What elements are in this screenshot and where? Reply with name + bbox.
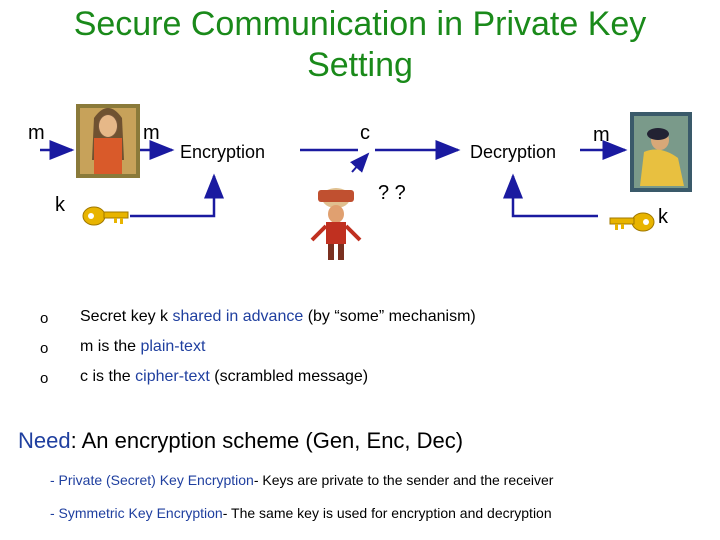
- receiver-portrait: [630, 112, 692, 192]
- bullet-highlight: cipher-text: [135, 368, 210, 385]
- key-icon-left: [82, 206, 129, 226]
- label-k-right: k: [658, 206, 668, 228]
- bullet-text: (scrambled message): [209, 368, 369, 385]
- label-c-ciphertext: c: [360, 122, 370, 144]
- label-m-sender: m: [143, 122, 160, 144]
- subpoint-private-key: - Private (Secret) Key Encryption- Keys …: [50, 472, 553, 488]
- subpoint-text: - Keys are private to the sender and the…: [253, 472, 554, 488]
- bullet-text: c is the: [80, 368, 136, 385]
- eavesdropper-label: ? ?: [378, 182, 406, 204]
- sender-portrait: [76, 104, 140, 178]
- arrow-eve-listens: [350, 152, 370, 173]
- key-icon-right: [609, 212, 655, 232]
- subpoint-highlight: - Symmetric Key Encryption: [50, 505, 223, 521]
- label-k-left: k: [55, 194, 65, 216]
- encryption-label: Encryption: [180, 142, 266, 162]
- title-line-2: Setting: [307, 46, 413, 84]
- label-m-output: m: [593, 124, 610, 146]
- label-m-input: m: [28, 122, 45, 144]
- bullet-highlight: plain-text: [140, 338, 206, 355]
- bullet-text: m is the: [80, 338, 141, 355]
- bullet-mark: o: [40, 310, 49, 327]
- arrow-key-to-decryption: [503, 173, 598, 218]
- arrow-key-to-encryption: [130, 173, 224, 218]
- subpoint-highlight: - Private (Secret) Key Encryption: [50, 472, 254, 488]
- bullet-mark: o: [40, 340, 49, 357]
- slide-title: Secure Communication in Private Key Sett…: [0, 4, 720, 86]
- subpoint-text: - The same key is used for encryption an…: [222, 505, 552, 521]
- need-highlight: Need: [18, 428, 71, 453]
- decryption-label: Decryption: [470, 142, 557, 162]
- bullet-mark: o: [40, 370, 49, 387]
- need-text: : An encryption scheme (Gen, Enc, Dec): [70, 428, 464, 453]
- bullet-text: (by “some” mechanism): [303, 308, 476, 325]
- bullet-text: Secret key k: [80, 308, 173, 325]
- need-statement: Need: An encryption scheme (Gen, Enc, De…: [18, 428, 463, 454]
- bullet-highlight: shared in advance: [172, 308, 304, 325]
- title-line-1: Secure Communication in Private Key: [73, 5, 647, 43]
- eavesdropper-figure: [310, 188, 362, 260]
- subpoint-symmetric-key: - Symmetric Key Encryption- The same key…: [50, 505, 552, 521]
- diagram: [40, 104, 692, 260]
